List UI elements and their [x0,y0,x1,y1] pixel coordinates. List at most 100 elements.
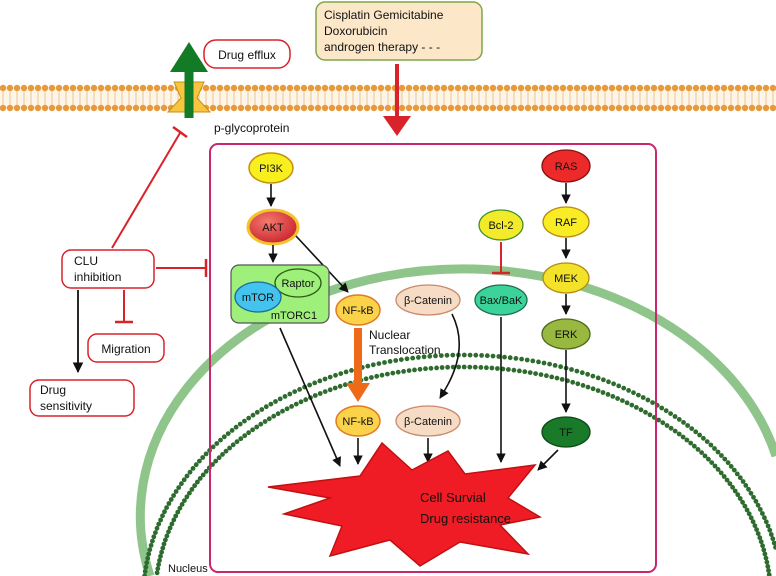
nuclear-lipid-head [742,503,748,509]
lipid-head [671,104,679,112]
nuclear-lipid-head [734,471,740,477]
lipid-head [755,84,763,92]
nuclear-lipid-head [145,555,151,561]
lipid-head [244,84,252,92]
nuclear-lipid-head [766,572,772,576]
p-glycoprotein-label: p-glycoprotein [214,121,289,135]
lipid-head [321,84,329,92]
lipid-head [202,84,210,92]
lipid-head [384,84,392,92]
nuclear-lipid-head [506,367,511,372]
lipid-head [48,104,56,112]
lipid-head [580,104,588,112]
drug-input-box: Cisplatin Gemicitabine Doxorubicin andro… [315,1,483,61]
nuclear-lipid-head [680,434,686,440]
nuclear-lipid-head [175,509,181,515]
nuclear-lipid-head [472,364,478,370]
nuclear-lipid-head [223,448,229,454]
lipid-head [216,84,224,92]
nuclear-lipid-head [146,551,152,557]
nuclear-lipid-head [287,391,293,397]
lipid-head [552,104,560,112]
nuclear-lipid-head [343,369,349,375]
lipid-head [34,104,42,112]
nuclear-lipid-head [365,363,371,369]
nuclear-lipid-head [606,379,611,385]
lipid-head [286,104,294,112]
mtorc1-label: mTORC1 [271,310,317,322]
nuclear-lipid-head [524,357,530,363]
nuclear-lipid-head [303,397,309,403]
nuclear-lipid-head [192,483,198,489]
raf-label: RAF [555,217,577,229]
nuclear-lipid-head [154,525,160,531]
nuclear-lipid-head [254,424,260,430]
lipid-head [629,84,637,92]
lipid-head [13,84,21,92]
lipid-head [300,104,308,112]
lipid-head [111,84,119,92]
lipid-head [62,84,70,92]
nuclear-lipid-head [740,479,746,484]
nuclear-lipid-head [151,534,157,540]
lipid-head [139,104,147,112]
lipid-head [335,104,343,112]
nuclear-lipid-head [760,511,765,516]
lipid-head [734,104,742,112]
lipid-head [580,84,588,92]
lipid-head [104,84,112,92]
nuclear-lipid-head [681,420,686,425]
nuclear-lipid-head [379,372,385,378]
nuclear-lipid-head [237,421,243,427]
lipid-head [349,104,357,112]
lipid-head [111,104,119,112]
nuclear-lipid-head [417,366,423,372]
lipid-head [153,104,161,112]
nuclear-lipid-head [412,367,417,373]
nuclear-lipid-head [213,458,219,464]
lipid-head [468,84,476,92]
lipid-head [258,84,266,92]
nuclear-lipid-head [605,392,611,397]
translocation-arrowhead [346,383,370,402]
lipid-head [440,104,448,112]
lipid-head [615,104,623,112]
lipid-head [209,104,217,112]
nfkb-nucleus-node [335,405,381,437]
lipid-head [405,84,413,92]
nuclear-lipid-head [737,496,743,501]
drug-efflux-box [203,39,291,69]
lipid-head [69,104,77,112]
nuclear-lipid-head [157,558,162,563]
lipid-head [608,84,616,92]
nuclear-lipid-head [601,377,606,383]
nuclear-lipid-head [327,387,333,393]
lipid-head [531,104,539,112]
nuclear-lipid-head [600,390,606,395]
nuclear-lipid-head [273,399,278,404]
lipid-head [251,84,259,92]
akt-label: AKT [262,222,284,234]
lipid-head [83,84,91,92]
mtor-node [234,281,282,313]
nuclear-lipid-head [153,530,158,535]
nuclear-lipid-head [427,353,433,359]
nuclear-lipid-head [697,432,702,438]
clu-inhibition-box [61,249,155,289]
tf-node [541,416,591,448]
lipid-head [657,104,665,112]
cell-survival-starburst [267,441,543,567]
nuclear-lipid-head [363,376,369,382]
lipid-head [587,104,595,112]
nuclear-lipid-head [467,352,473,358]
nuclear-lipid-head [685,423,690,428]
raptor-node [274,268,322,298]
nuclear-lipid-head [668,425,674,431]
lipid-head [524,84,532,92]
nuclear-lipid-head [702,453,708,459]
lipid-head [454,84,462,92]
lipid-head [650,104,658,112]
sensitivity-label-1: Drug [40,383,66,397]
nuclear-lipid-head [162,509,167,515]
lipid-head [433,104,441,112]
